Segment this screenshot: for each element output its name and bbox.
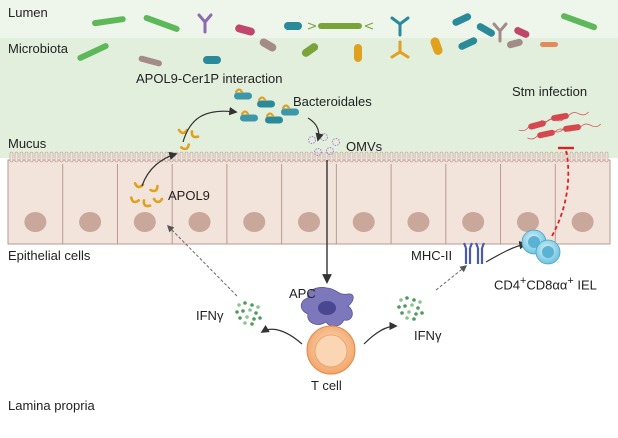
arrow-tcell-to-ifn-right (363, 321, 398, 345)
arrow-bacteroidales-to-omvs (307, 117, 324, 142)
cell-nucleus (516, 212, 539, 232)
label-ifn-left: IFNγ (196, 308, 224, 323)
t-cell (306, 325, 356, 375)
omv-vesicles (308, 133, 340, 156)
label-apc: APC (289, 286, 316, 301)
region-label-lumen: Lumen (8, 5, 48, 20)
arrow-tcell-to-ifn-left (260, 324, 303, 345)
label-stm-infection: Stm infection (512, 84, 588, 99)
region-label-lamina: Lamina propria (8, 398, 95, 413)
label-apol9-interaction: APOL9-Cer1P interaction (136, 71, 283, 86)
ifn-dots-right (397, 296, 424, 321)
cell-nucleus (352, 212, 375, 232)
label-bacteroidales: Bacteroidales (293, 94, 372, 109)
region-label-mucus: Mucus (8, 136, 47, 151)
label-t-cell: T cell (311, 378, 342, 393)
label-apol9: APOL9 (168, 188, 210, 203)
cell-nucleus (24, 212, 47, 232)
cell-nucleus (298, 212, 320, 232)
cell-nucleus (188, 212, 211, 232)
cell-nucleus (79, 212, 102, 232)
label-mhc-ii: MHC-II (411, 248, 453, 263)
ifn-dots-left (235, 301, 262, 326)
region-label-epithelial: Epithelial cells (8, 248, 91, 263)
cell-nucleus (571, 212, 594, 232)
arrow-ifn-to-mhc (435, 265, 468, 291)
apol9-mucus-group (177, 128, 200, 151)
label-ifn-right: IFNγ (414, 328, 442, 343)
bacteroidales-cluster (234, 88, 299, 124)
epithelium-layer (7, 151, 611, 245)
arrow-apol9-epi-to-mucus (141, 151, 178, 187)
cell-nucleus (243, 212, 266, 232)
region-label-microbiota: Microbiota (8, 41, 68, 56)
microbiota-bacteria (77, 13, 598, 67)
mucus-zone (0, 38, 618, 158)
salmonella-bacteria (518, 111, 601, 140)
cell-nucleus (462, 212, 485, 232)
iel-cells (521, 229, 561, 265)
mhc-ii-receptors (462, 242, 486, 264)
label-iel: CD4+CD8αα+ IEL (494, 275, 597, 293)
arrow-apol9-to-bacteroidales (182, 106, 238, 143)
cell-nucleus (133, 212, 156, 232)
arrow-ifn-to-apol9 (167, 225, 238, 297)
inhibition-line (551, 146, 574, 237)
cell-nucleus (407, 212, 430, 232)
label-omvs: OMVs (346, 139, 383, 154)
